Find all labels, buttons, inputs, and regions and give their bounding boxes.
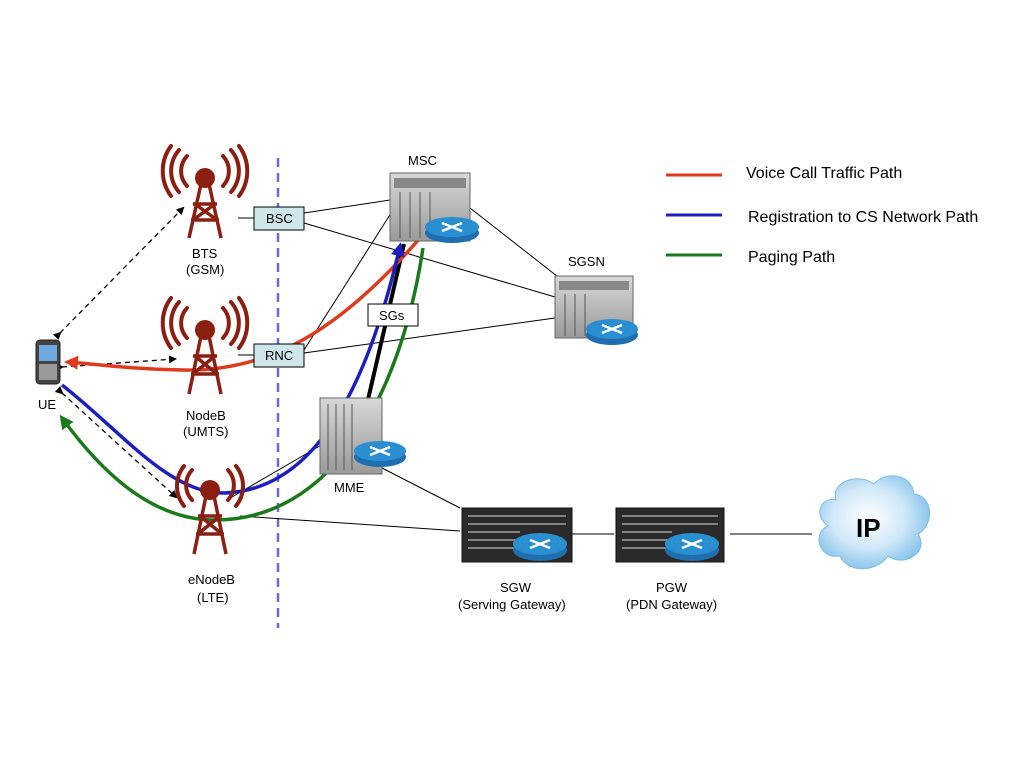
legend-label-registration: Registration to CS Network Path — [748, 209, 978, 226]
legend-label-paging: Paging Path — [748, 249, 835, 266]
mme-server-icon — [319, 397, 406, 475]
ip-label: IP — [856, 513, 881, 543]
sgsn-label: SGSN — [568, 254, 605, 269]
pgw-label: PGW — [656, 580, 688, 595]
paging-path — [59, 247, 425, 522]
bsc-box: BSC — [253, 206, 305, 231]
bts-tower-icon — [160, 144, 250, 239]
sgw-sublabel: (Serving Gateway) — [458, 597, 566, 612]
pgw-server-icon — [615, 507, 725, 563]
pgw-sublabel: (PDN Gateway) — [626, 597, 717, 612]
bts-label: BTS — [192, 246, 218, 261]
nodeb-tower-icon — [160, 296, 250, 395]
ue-phone-icon — [35, 339, 61, 385]
legend-label-voice: Voice Call Traffic Path — [746, 165, 902, 182]
link-enodeb-sgw — [239, 515, 461, 532]
nodeb-label: NodeB — [186, 408, 226, 423]
mme-label: MME — [334, 480, 365, 495]
enodeb-sublabel: (LTE) — [197, 590, 229, 605]
voice-call-path — [64, 225, 432, 372]
nodeb-sublabel: (UMTS) — [183, 424, 229, 439]
msc-server-icon — [389, 172, 479, 243]
sgw-label: SGW — [500, 580, 532, 595]
rnc-label: RNC — [265, 348, 293, 363]
ip-cloud-icon — [818, 475, 930, 570]
rnc-box: RNC — [253, 343, 305, 368]
registration-path — [60, 242, 405, 495]
bsc-label: BSC — [266, 211, 293, 226]
msc-label: MSC — [408, 153, 437, 168]
radio-links — [52, 206, 185, 499]
bts-sublabel: (GSM) — [186, 262, 224, 277]
ue-label: UE — [38, 397, 56, 412]
link-bsc-msc — [303, 199, 391, 214]
sgsn-server-icon — [554, 275, 638, 345]
links — [231, 199, 812, 535]
legend: Voice Call Traffic Path Registration to … — [666, 165, 978, 266]
sgw-server-icon — [461, 507, 573, 563]
sgs-box: SGs — [367, 303, 419, 327]
link-msc-sgsn — [469, 207, 563, 281]
link-rnc-sgsn — [303, 317, 556, 354]
radio-link-ue-enodeb — [54, 386, 178, 499]
enodeb-label: eNodeB — [188, 572, 235, 587]
link-mme-sgw — [381, 467, 461, 509]
sgs-label: SGs — [379, 308, 405, 323]
enodeb-tower-icon — [174, 464, 246, 555]
